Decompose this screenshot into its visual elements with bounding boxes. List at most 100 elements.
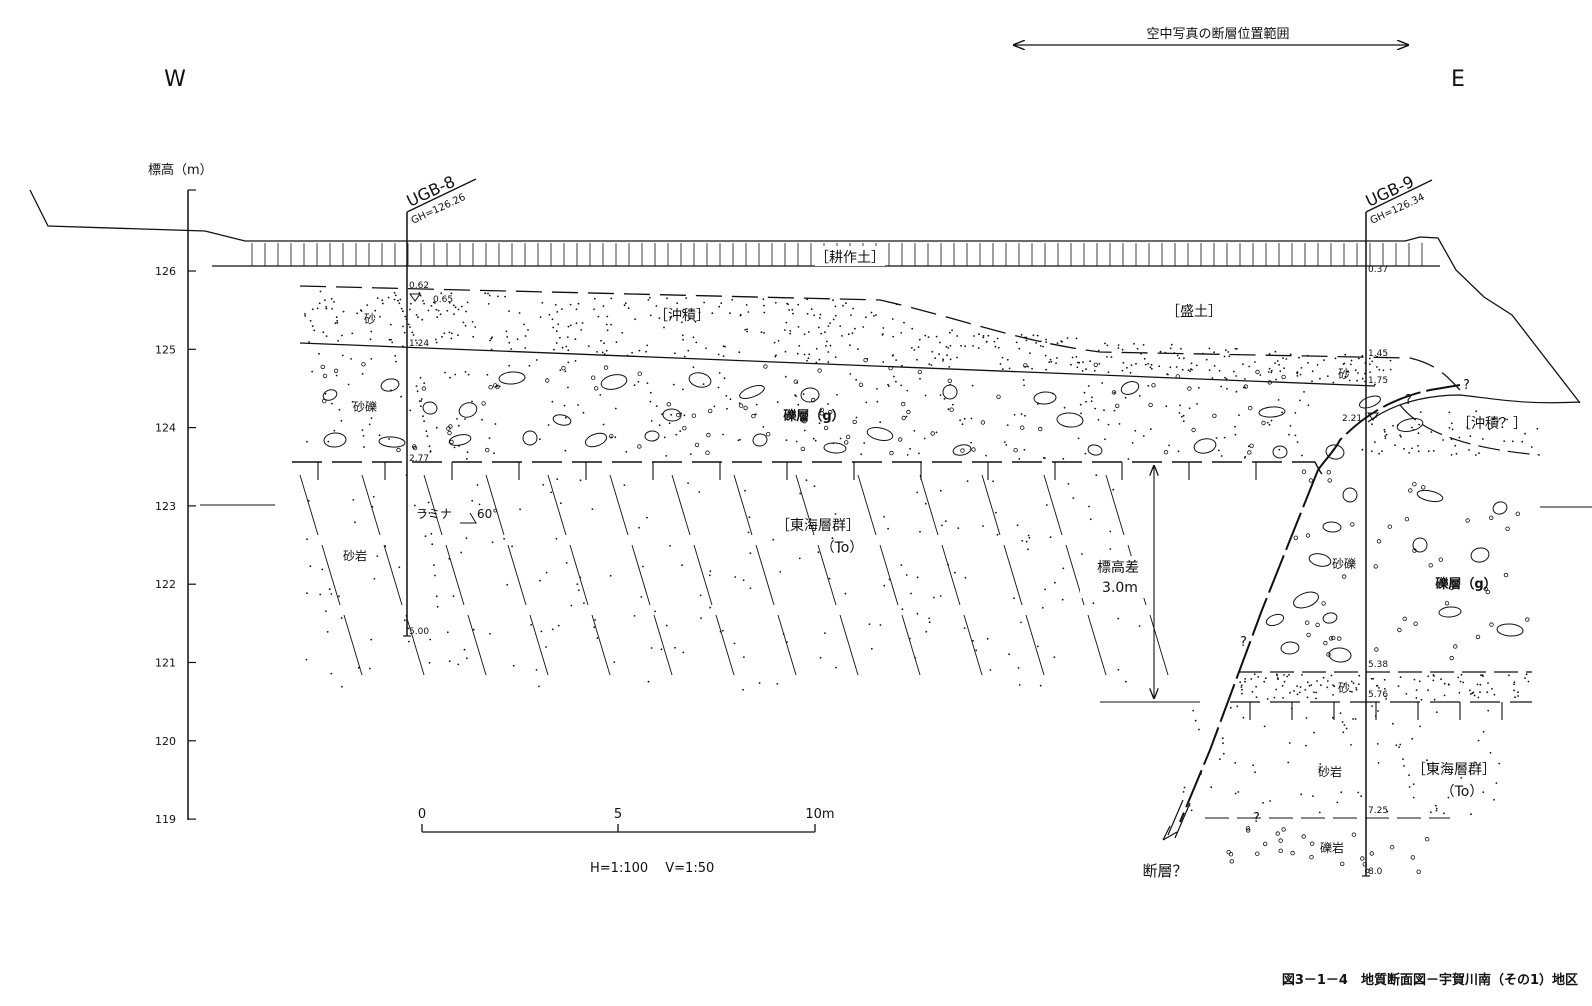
sand-dot (421, 318, 424, 321)
sand-dot (812, 437, 815, 440)
bedding-stroke (547, 474, 567, 536)
sand-dot (949, 344, 952, 347)
sand-dot (824, 331, 826, 334)
sand-dot (1056, 342, 1059, 344)
pebble (1280, 641, 1300, 655)
sand-dot (803, 333, 806, 336)
sand-dot (785, 439, 788, 441)
fault-range-label: 空中写真の断層位置範囲 (1146, 27, 1289, 42)
pebble (688, 372, 712, 388)
pebble (1193, 438, 1217, 454)
sand-dot (412, 334, 415, 336)
sand-dot (304, 313, 306, 315)
sand-dot (694, 320, 697, 323)
sand-dot (388, 338, 391, 341)
sand-dot (806, 312, 809, 315)
sand-dot (655, 405, 658, 407)
sandstone-dot (1095, 474, 1098, 477)
sand-dot (649, 314, 652, 317)
sand-dot (661, 413, 663, 416)
small-pebble (1023, 363, 1028, 368)
sandstone-dot (463, 648, 466, 651)
sand-dot (814, 439, 817, 442)
sand-dot (1454, 444, 1457, 447)
sand-dot (1411, 447, 1413, 450)
bedding-stroke (1043, 474, 1063, 536)
sand-dot (1210, 786, 1213, 789)
sand-dot (606, 329, 609, 332)
sandstone-dot (1008, 653, 1010, 656)
sand-dot (1268, 423, 1271, 426)
sandstone-dot (925, 630, 928, 633)
sand-dot (599, 394, 602, 396)
sand-dot (333, 301, 335, 303)
sand-dot (1227, 351, 1230, 353)
sandstone-dot (398, 566, 401, 569)
sand-dot (798, 345, 801, 347)
sand-dot (1361, 448, 1364, 451)
sand-dot (313, 329, 316, 332)
sand-dot (1392, 424, 1394, 427)
sand-dot (947, 408, 950, 411)
sandstone-dot (354, 521, 356, 524)
sand-dot (787, 303, 789, 306)
sandstone-dot (939, 489, 942, 492)
sand-dot (1508, 674, 1510, 677)
sand-dot (916, 358, 918, 361)
sandstone-dot (478, 503, 481, 506)
small-pebble (1350, 522, 1355, 527)
sand-dot (1492, 418, 1494, 421)
bedding-stroke (1003, 544, 1023, 606)
sand-dot (1089, 360, 1091, 363)
small-pebble (1261, 420, 1266, 426)
sand-dot (1334, 357, 1337, 360)
sand-dot (1397, 685, 1400, 687)
sand-dot (539, 316, 542, 318)
sand-dot (1036, 334, 1039, 337)
sand-dot (1299, 399, 1301, 402)
sand-dot (1104, 438, 1106, 441)
sand-dot (379, 315, 381, 318)
sandstone-dot (1053, 656, 1056, 658)
sand-dot (491, 336, 493, 339)
sandstone-dot (583, 602, 585, 604)
sand-dot (754, 413, 757, 416)
bedding-stroke (777, 614, 797, 676)
sandstone-dot (1017, 667, 1020, 669)
sand-dot (1383, 688, 1386, 690)
sandstone-dot (844, 592, 847, 595)
pebble (422, 401, 438, 415)
sand-dot (970, 441, 973, 444)
sandstone-dot (914, 657, 917, 659)
small-pebble (448, 424, 453, 429)
sand-dot (947, 347, 950, 349)
sand-dot (1266, 421, 1269, 424)
sand-dot (1386, 810, 1389, 813)
sand-dot (1427, 689, 1429, 692)
sandstone-dot (799, 492, 802, 495)
sand-dot (1399, 676, 1402, 679)
sand-dot (650, 420, 653, 422)
small-pebble (637, 371, 642, 376)
sand-dot (695, 341, 698, 344)
to-label: （To） (821, 540, 864, 556)
sand-dot (575, 308, 578, 311)
pebble (1342, 487, 1358, 503)
sand-dot (948, 331, 951, 334)
sand-dot (1084, 452, 1087, 455)
elevation-tick-label: 122 (155, 578, 176, 591)
sand-dot (420, 398, 423, 400)
sand-dot (1075, 337, 1078, 340)
sand-dot (1182, 420, 1185, 423)
sand-dot (1372, 677, 1375, 680)
sand-dot (917, 346, 920, 348)
sand-dot (1262, 801, 1264, 804)
sand-dot (552, 326, 555, 329)
sand-dot (1513, 689, 1515, 692)
sand-dot (400, 395, 402, 398)
sand-dot (633, 384, 636, 387)
sand-dot (1408, 786, 1411, 788)
sandstone-dot (1088, 505, 1090, 508)
sandstone-dot (947, 563, 949, 566)
